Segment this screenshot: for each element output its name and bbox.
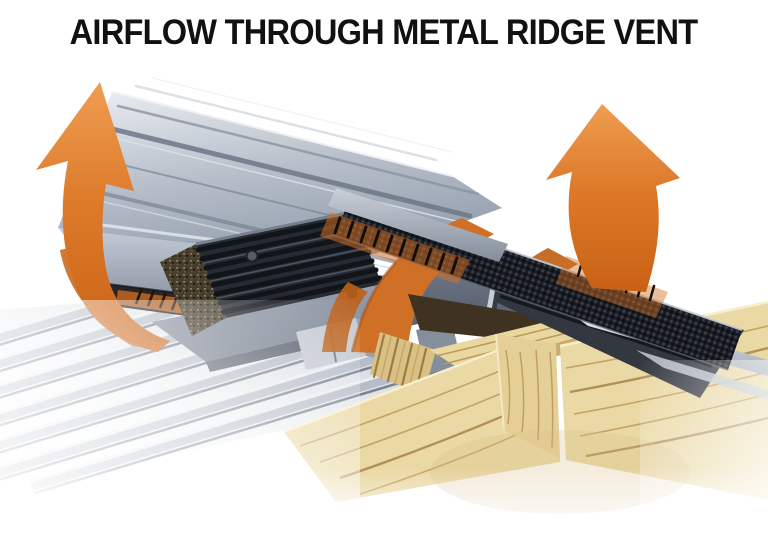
baffle-rivet (245, 249, 259, 263)
airflow-up-arrow-left (36, 82, 170, 352)
white-fade-overlays (0, 300, 768, 552)
cap-flange-lip (328, 188, 508, 262)
title-bar: AIRFLOW THROUGH METAL RIDGE VENT (0, 0, 768, 53)
airflow-up-arrow-right (546, 104, 680, 292)
ridge-board-face (496, 334, 560, 458)
page-title: AIRFLOW THROUGH METAL RIDGE VENT (70, 13, 699, 52)
